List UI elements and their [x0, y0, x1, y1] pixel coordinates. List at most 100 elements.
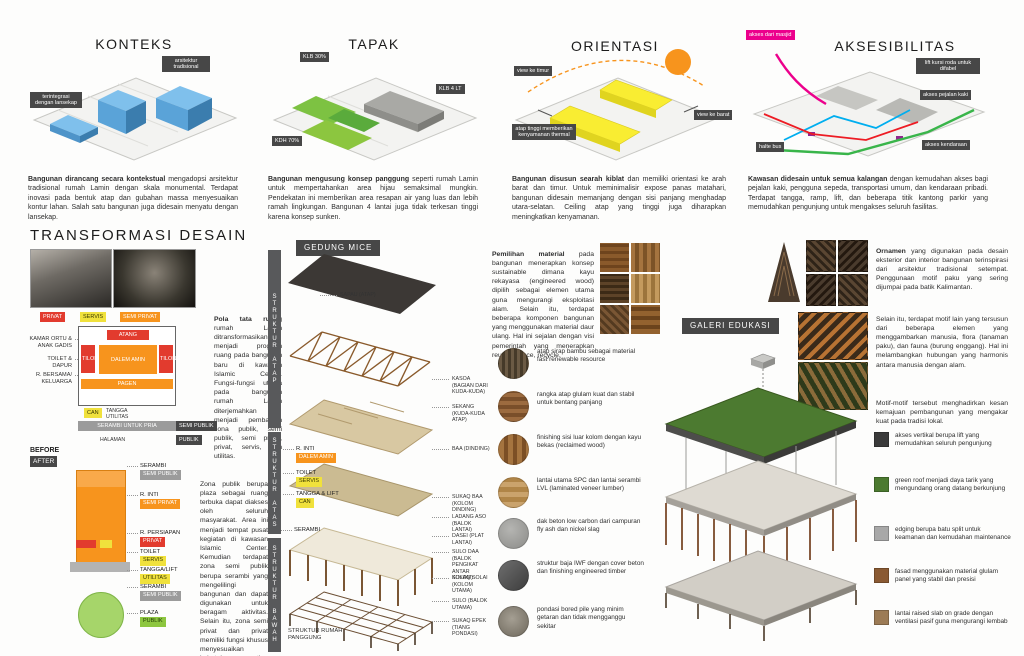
photo-lamin-exterior	[113, 249, 196, 308]
bar-struktur-bawah: STRUKTUR BAWAH	[268, 538, 281, 652]
tag-klb-30: KLB 30%	[300, 52, 329, 62]
mice-label-kasoa: KASOA (BAGIAN DARI KUDA-KUDA)	[432, 376, 490, 396]
mice-label-sukaq-epek: SUKAQ EPEK (TIANG PONDASI)	[432, 618, 490, 638]
mice-label-sulo: SULO (BALOK UTAMA)	[432, 598, 490, 611]
material-item-dak-beton: dak beton low carbon dari campuran fly a…	[498, 518, 645, 549]
after-label-0-zone: SEMI PUBLIK	[140, 469, 181, 480]
tapak-caption-lead: Bangunan mengusung konsep panggung	[268, 176, 410, 183]
blue-building-middle	[98, 90, 146, 134]
tag-atap-thermal: atap tinggi memberikan kenyamanan therma…	[512, 124, 576, 141]
material-item-glulam: rangka atap glulam kuat dan stabil untuk…	[498, 391, 645, 422]
orientasi-caption: Bangunan disusun searah kiblat dan memil…	[512, 175, 726, 222]
after-label-4-name: TANGGA/LIFT	[140, 567, 178, 573]
view-arrows	[537, 105, 699, 117]
path-kendaraan	[775, 108, 975, 156]
gray-building-mass	[364, 91, 444, 132]
galeri-item-lift: akses vertikal berupa lift yang memudahk…	[874, 432, 1011, 449]
material-text-spc-lvl: lantai utama SPC dan lantai serambi LVL …	[537, 477, 641, 493]
tapak-caption-rest: seperti rumah Lamin untuk mempertahankan…	[268, 176, 478, 221]
pola-tata-ruang-text: Pola tata ruang rumah Lamin ditransforma…	[214, 315, 282, 462]
legend-servis: SERVIS	[80, 312, 107, 322]
green-roof	[664, 387, 858, 464]
material-item-sirap: atap sirap bambu sebagai material fast r…	[498, 348, 645, 379]
mice-label-sapau: SAPAU (ATAP)	[320, 292, 390, 299]
tag-pejalan-kaki: akses pejalan kaki	[920, 90, 971, 100]
materials-lead: Pemilihan material	[492, 250, 565, 258]
orientasi-title: ORIENTASI	[571, 38, 659, 54]
sun-path-arc	[527, 59, 705, 93]
material-text-reclaimed: finishing sisi luar kolom dengan kayu be…	[537, 434, 642, 450]
mice-label-baa: BAA (DINDING)	[432, 446, 490, 452]
path-akses-masjid	[774, 53, 827, 106]
mice-label-sekang: SEKANG (KUDA-KUDA ATAP)	[432, 404, 490, 424]
plan-label-kamar-ortu: KAMAR ORTU & ANAK GADIS	[29, 336, 88, 349]
mice-wall-band	[288, 399, 434, 455]
orientasi-caption-lead: Bangunan disusun searah kiblat	[512, 176, 625, 183]
orientasi-caption-rest: dan memiliki orientasi ke arah barat dan…	[512, 176, 726, 221]
after-label-5-name: SERAMBI	[140, 584, 167, 590]
after-label-6-zone: PUBLIK	[140, 616, 166, 627]
plan-semi-publik-chip: SEMI PUBLIK	[176, 421, 217, 431]
galeri-swatch-lift	[874, 432, 889, 447]
after-serambi-base	[70, 562, 130, 572]
aksesibilitas-caption-rest: dengan kemudahan akses bagi pejalan kaki…	[748, 176, 988, 212]
galeri-edukasi-title: GALERI EDUKASI	[682, 318, 779, 334]
galeri-text-fasad: fasad menggunakan material glulam panel …	[895, 568, 999, 584]
after-persiapan-strip	[76, 540, 96, 548]
galeri-text-lift: akses vertikal berupa lift yang memudahk…	[895, 432, 992, 448]
ornamen-motif-triangle	[768, 242, 800, 302]
mice-label-dasei: DASEI (PLAT LANTAI)	[432, 533, 490, 546]
wood-photo-6	[631, 305, 660, 334]
material-item-reclaimed: finishing sisi luar kolom dengan kayu be…	[498, 434, 645, 465]
tag-halte-bus: halte bus	[756, 142, 785, 152]
tapak-caption: Bangunan mengusung konsep panggung seper…	[268, 175, 478, 222]
konteks-diagram	[32, 77, 238, 161]
material-swatch-bored-pile	[498, 606, 529, 637]
mice-foundation-posts	[289, 614, 433, 651]
galeri-text-edging: edging berupa batu split untuk keamanan …	[895, 526, 1011, 542]
tag-arsitektur-tradisional: arsitektur tradisional	[162, 56, 210, 73]
wood-photo-1	[600, 243, 629, 272]
tapak-title: TAPAK	[348, 36, 400, 52]
tag-kdh-70: KDH 70%	[272, 136, 303, 146]
galeri-ground-posts	[665, 590, 857, 641]
materials-rest: pada bangunan menerapkan konsep sustaina…	[492, 250, 594, 359]
material-swatch-spc-lvl	[498, 477, 529, 508]
mice-toilet-name: TOILET	[296, 470, 317, 476]
galeri-item-raised-slab: lantai raised slab on grade dengan venti…	[874, 610, 1011, 627]
tapak-diagram	[272, 77, 478, 161]
wood-photo-5	[600, 305, 629, 334]
plan-halaman: HALAMAN	[100, 437, 126, 443]
galeri-swatch-edging	[874, 526, 889, 541]
photo-lamin-interior	[30, 249, 112, 308]
room-dalem-amin: DALEM AMIN	[99, 345, 157, 374]
mice-columns	[289, 550, 433, 606]
tag-klb-4lt: KLB 4 LT	[436, 84, 465, 94]
yellow-building-short	[599, 79, 673, 118]
plan-serambi-pria: SERAMBI UNTUK PRIA	[78, 421, 176, 431]
plan-label-r-bersama: R. BERSAMA/ KELUARGA	[28, 372, 88, 386]
transformasi-heading: TRANSFORMASI DESAIN	[30, 227, 248, 244]
aksesibilitas-caption: Kawasan didesain untuk semua kalangan de…	[748, 175, 988, 213]
plan-tangga-utilitas: TANGGA UTILITAS	[106, 408, 129, 421]
galeri-swatch-fasad	[874, 568, 889, 583]
material-text-bored-pile: pondasi bored pile yang minim getaran da…	[537, 606, 626, 630]
material-swatch-dak-beton	[498, 518, 529, 549]
path-sepeda	[783, 109, 911, 141]
tag-terintegrasi-lansekap: terintegrasi dengan lansekap	[30, 92, 82, 109]
galeri-item-fasad: fasad menggunakan material glulam panel …	[874, 568, 1011, 585]
tag-view-barat: view ke barat	[694, 110, 733, 120]
aksesibilitas-caption-lead: Kawasan didesain untuk semua kalangan	[748, 176, 888, 183]
pola-rest: rumah Lamin ditransformasikan menjadi pr…	[214, 324, 282, 461]
after-label-3-zone: SERVIS	[140, 555, 167, 566]
mice-r-inti-name: R. INTI	[296, 446, 315, 452]
lift-cube	[750, 353, 776, 392]
